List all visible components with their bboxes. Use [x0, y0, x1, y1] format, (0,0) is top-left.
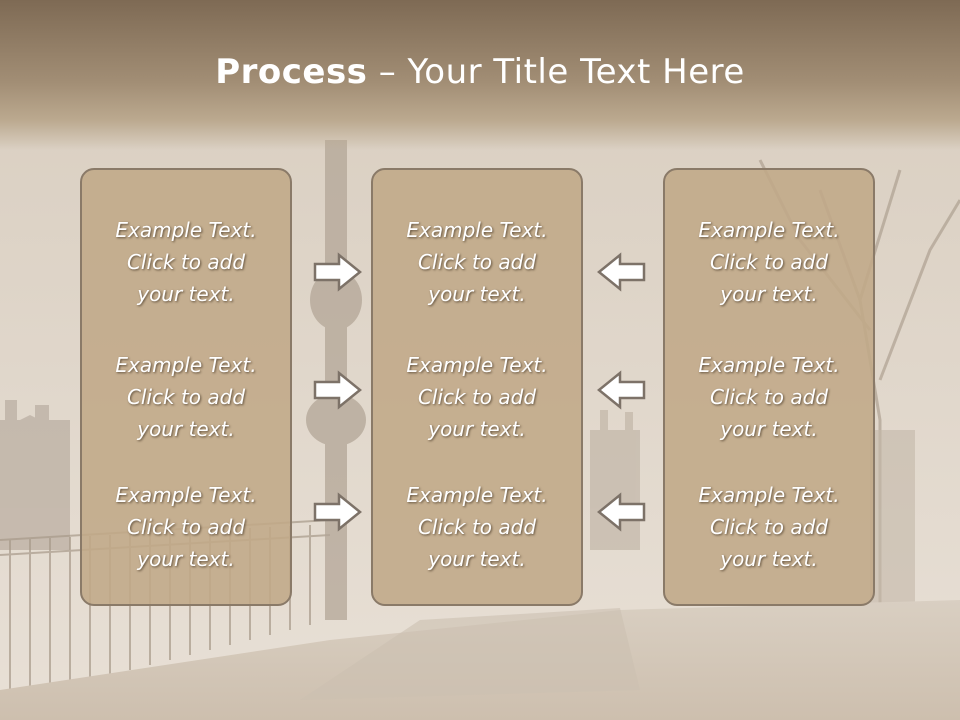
text-line: your text. — [720, 547, 818, 571]
text-line: Click to add — [417, 250, 537, 274]
text-line: Example Text. — [698, 483, 840, 507]
process-box-left[interactable]: Example Text. Click to add your text. Ex… — [80, 168, 292, 606]
text-line: Click to add — [126, 515, 246, 539]
title-bold-text: Process — [215, 52, 368, 92]
text-line: your text. — [720, 282, 818, 306]
title-rest-text: – Your Title Text Here — [367, 52, 745, 92]
text-line: Example Text. — [698, 218, 840, 242]
right-arrow-icon[interactable] — [313, 252, 363, 292]
text-line: Example Text. — [115, 353, 257, 377]
text-line: Click to add — [417, 515, 537, 539]
text-line: your text. — [428, 547, 526, 571]
left-arrow-icon[interactable] — [596, 492, 646, 532]
text-placeholder[interactable]: Example Text. Click to add your text. — [665, 214, 873, 310]
slide-title[interactable]: Process – Your Title Text Here — [0, 52, 960, 92]
right-arrow-icon[interactable] — [313, 492, 363, 532]
text-placeholder[interactable]: Example Text. Click to add your text. — [665, 349, 873, 445]
text-placeholder[interactable]: Example Text. Click to add your text. — [373, 349, 581, 445]
process-box-right[interactable]: Example Text. Click to add your text. Ex… — [663, 168, 875, 606]
text-placeholder[interactable]: Example Text. Click to add your text. — [665, 479, 873, 575]
text-placeholder[interactable]: Example Text. Click to add your text. — [82, 214, 290, 310]
text-line: Click to add — [417, 385, 537, 409]
text-line: Click to add — [126, 250, 246, 274]
text-line: Example Text. — [115, 218, 257, 242]
text-line: Click to add — [709, 515, 829, 539]
text-line: Example Text. — [406, 353, 548, 377]
text-line: your text. — [137, 547, 235, 571]
left-arrow-icon[interactable] — [596, 370, 646, 410]
text-line: your text. — [137, 282, 235, 306]
text-line: Example Text. — [115, 483, 257, 507]
process-box-center[interactable]: Example Text. Click to add your text. Ex… — [371, 168, 583, 606]
text-line: your text. — [428, 282, 526, 306]
text-line: Click to add — [709, 385, 829, 409]
right-arrow-icon[interactable] — [313, 370, 363, 410]
left-arrow-icon[interactable] — [596, 252, 646, 292]
text-line: your text. — [720, 417, 818, 441]
text-line: Example Text. — [406, 218, 548, 242]
text-placeholder[interactable]: Example Text. Click to add your text. — [82, 349, 290, 445]
text-line: Click to add — [126, 385, 246, 409]
text-placeholder[interactable]: Example Text. Click to add your text. — [373, 214, 581, 310]
text-line: Example Text. — [406, 483, 548, 507]
text-line: Click to add — [709, 250, 829, 274]
text-placeholder[interactable]: Example Text. Click to add your text. — [373, 479, 581, 575]
text-placeholder[interactable]: Example Text. Click to add your text. — [82, 479, 290, 575]
title-band — [0, 0, 960, 150]
text-line: your text. — [137, 417, 235, 441]
text-line: your text. — [428, 417, 526, 441]
text-line: Example Text. — [698, 353, 840, 377]
